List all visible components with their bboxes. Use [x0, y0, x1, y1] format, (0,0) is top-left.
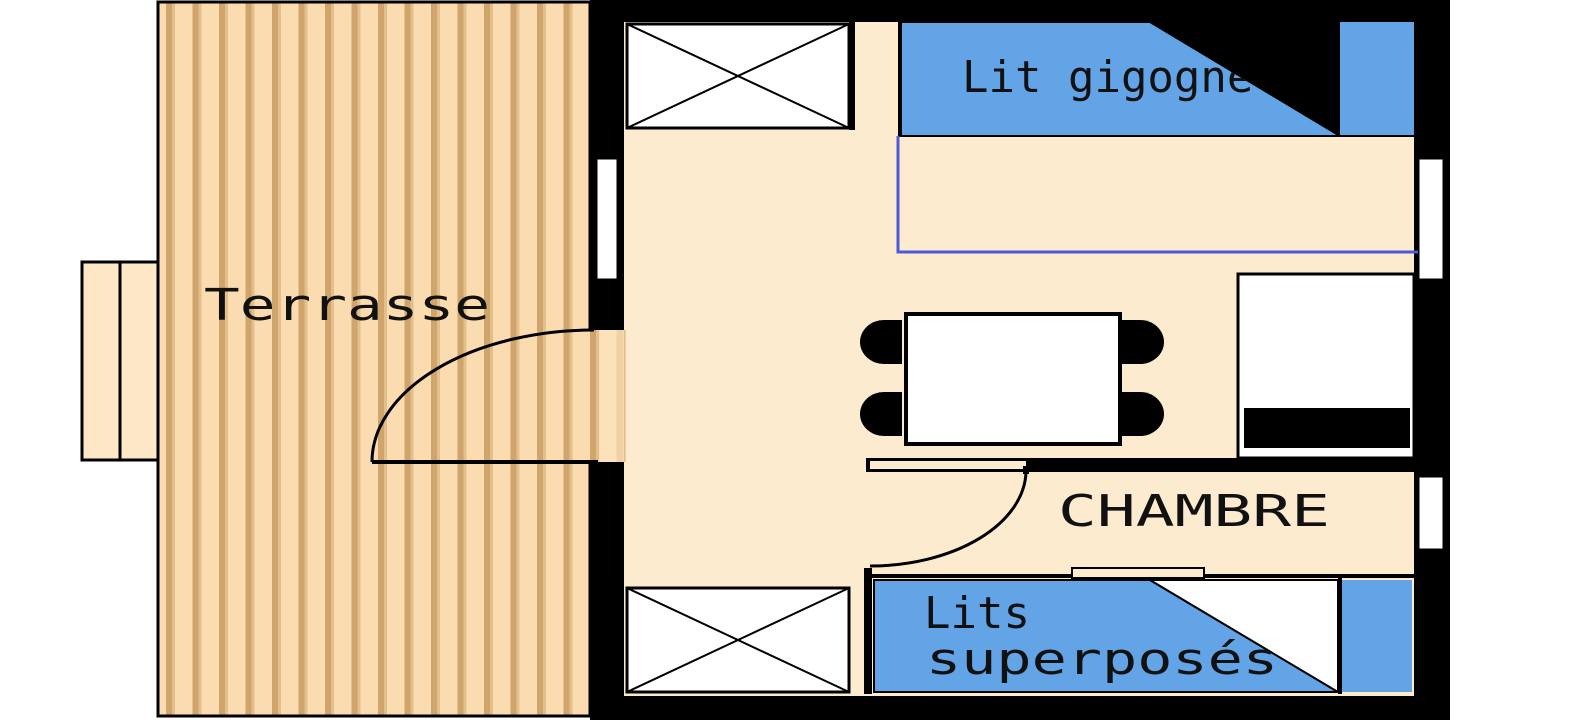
terrace-deck — [156, 0, 592, 718]
trundle-bed-label: Lit gigogne — [962, 52, 1253, 103]
bedroom-door — [869, 466, 1029, 568]
window-left — [594, 156, 620, 282]
bedroom-partition — [864, 458, 1414, 694]
bunk-beds — [873, 578, 1412, 694]
terrace-label: Terrasse — [204, 280, 490, 331]
dining-table — [860, 312, 1164, 446]
window-right-lower — [1416, 474, 1446, 552]
entrance-door — [370, 328, 598, 464]
entry-steps — [80, 260, 160, 462]
bedroom-label: CHAMBRE — [1058, 486, 1330, 537]
bunk-beds-label-line1: Lits — [924, 588, 1030, 639]
storage-bottom — [625, 586, 851, 694]
bunk-beds-label-line2: superposés — [926, 634, 1278, 685]
window-right-upper — [1416, 156, 1446, 282]
trundle-bed-headboard — [1150, 22, 1340, 136]
storage-top — [625, 22, 851, 130]
kitchen-unit — [1236, 272, 1416, 460]
